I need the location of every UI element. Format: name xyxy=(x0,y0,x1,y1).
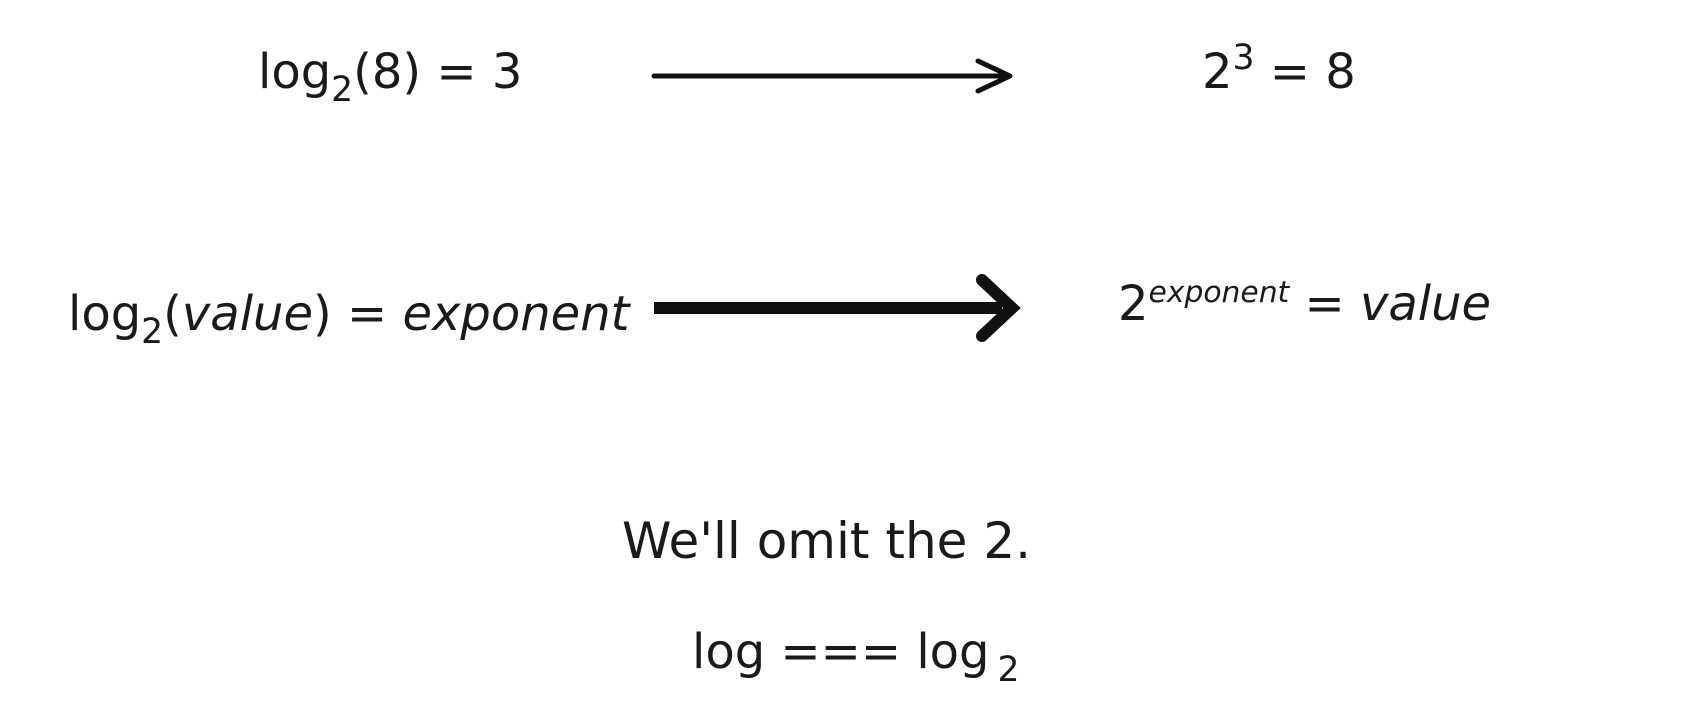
thick-arrow-icon xyxy=(654,274,1021,342)
equation-log-example: log2(8) = 3 xyxy=(258,48,522,107)
log-argument: (8) xyxy=(353,44,422,100)
close-paren: ) xyxy=(313,286,332,342)
log-base: 2 xyxy=(331,70,354,111)
log-function: log xyxy=(258,44,332,100)
log-argument: value xyxy=(181,286,313,342)
power-base: 2 xyxy=(1202,44,1233,100)
equivalence-lhs: log === log xyxy=(692,624,990,680)
equation-power-example: 23 = 8 xyxy=(1202,41,1356,96)
equation-power-general: 2exponent = value xyxy=(1118,277,1491,328)
equation-rhs: exponent xyxy=(402,286,630,342)
equals-sign: = xyxy=(1289,276,1360,332)
power-exponent: 3 xyxy=(1232,38,1255,78)
power-base: 2 xyxy=(1118,276,1149,332)
open-paren: ( xyxy=(163,286,182,342)
log-base: 2 xyxy=(997,650,1020,691)
equals-sign: = xyxy=(331,286,403,342)
thin-arrow-icon xyxy=(651,58,1013,94)
equation-rhs: = 8 xyxy=(1254,44,1356,100)
equation-rhs: value xyxy=(1359,276,1492,332)
log-base: 2 xyxy=(141,312,164,353)
equation-rhs: = 3 xyxy=(421,44,523,100)
power-exponent: exponent xyxy=(1148,274,1290,310)
omit-note: We'll omit the 2. xyxy=(622,512,1032,570)
equation-log-general: log2(value) = exponent xyxy=(68,290,629,349)
log-function: log xyxy=(68,286,142,342)
